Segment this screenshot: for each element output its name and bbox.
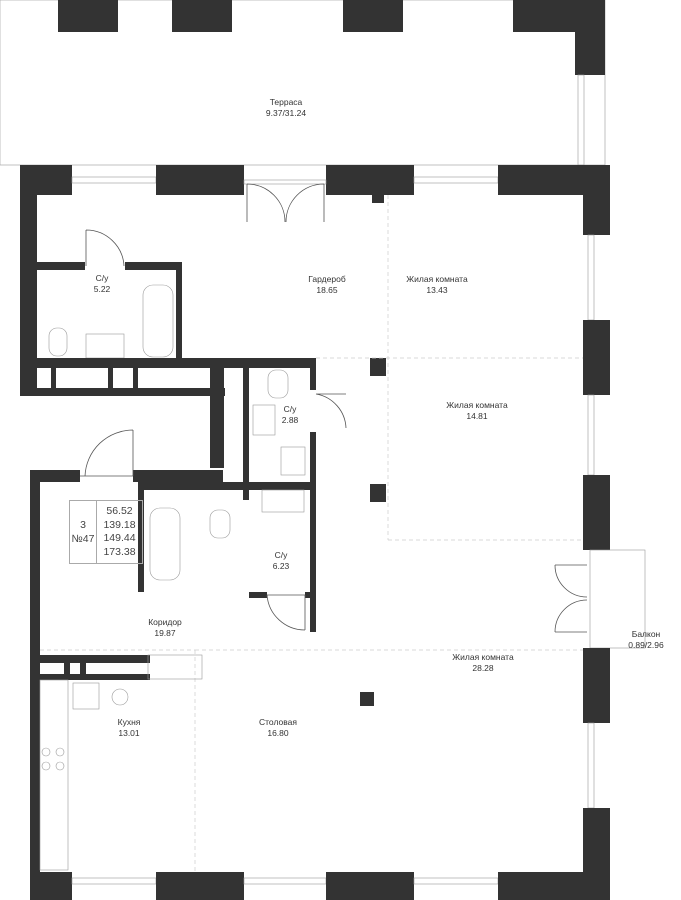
toilet [48,327,68,357]
door[interactable] [85,229,125,267]
room-name: С/у [283,404,297,414]
kitchen-counter [39,679,69,871]
room-area: 16.80 [267,728,289,738]
area-value: 56.52 [106,505,133,517]
room-area: 13.01 [118,728,140,738]
window [577,74,585,166]
area-value: 173.38 [103,545,136,558]
door[interactable] [266,594,306,631]
room-area: 5.22 [93,284,111,294]
terrace-outline [0,0,606,166]
room-name: Балкон [631,629,661,639]
room-name: Терраса [269,97,303,107]
pillar [575,0,605,75]
toilet [267,369,289,399]
area-value: 139.18 [103,518,136,531]
room-name: Гардероб [308,274,346,284]
sink [85,333,125,359]
window [243,877,327,885]
bathtub [149,507,181,581]
entrance-door[interactable] [80,429,134,477]
rooms-count: 3 [80,519,86,531]
room-area: 9.37/31.24 [265,108,307,118]
room-area: 2.88 [281,415,299,425]
pillar [172,0,232,32]
window [71,877,157,885]
area-value: 149.44 [103,532,136,544]
window [413,877,499,885]
toilet [209,509,231,539]
kitchen-sink [72,682,100,710]
window [587,722,595,809]
apartment-number: №47 [71,533,95,545]
door-frame [243,179,327,185]
stove-row [147,654,203,680]
room-name: Жилая комната [446,400,508,410]
room-area: 14.81 [466,411,488,421]
room-name: Кухня [117,717,141,727]
balcony-outline [589,549,646,649]
room-area: 28.28 [472,663,494,673]
sink [261,489,305,513]
room-name: Жилая комната [406,274,468,284]
balcony-door[interactable] [554,564,588,633]
window [71,176,157,184]
room-area: 6.23 [272,561,290,571]
room-name: С/у [274,550,288,560]
window [587,234,595,321]
double-door[interactable] [246,183,325,223]
window [587,394,595,476]
sink [252,404,276,436]
room-area: 18.65 [316,285,338,295]
room-area: 13.43 [426,285,448,295]
bathtub [142,284,174,358]
window [413,176,499,184]
room-name: Коридор [148,617,182,627]
washing-machine [280,446,306,476]
pillar [343,0,403,32]
room-name: Столовая [258,717,298,727]
apartment-info-box: 3 №47 56.52 139.18 149.44 173.38 [69,500,143,564]
pillar [58,0,118,32]
cooktop [111,688,129,706]
room-area: 19.87 [154,628,176,638]
door[interactable] [315,393,347,429]
room-area: 0.89/2.96 [628,640,664,650]
room-name: С/у [95,273,109,283]
room-name: Жилая комната [452,652,514,662]
